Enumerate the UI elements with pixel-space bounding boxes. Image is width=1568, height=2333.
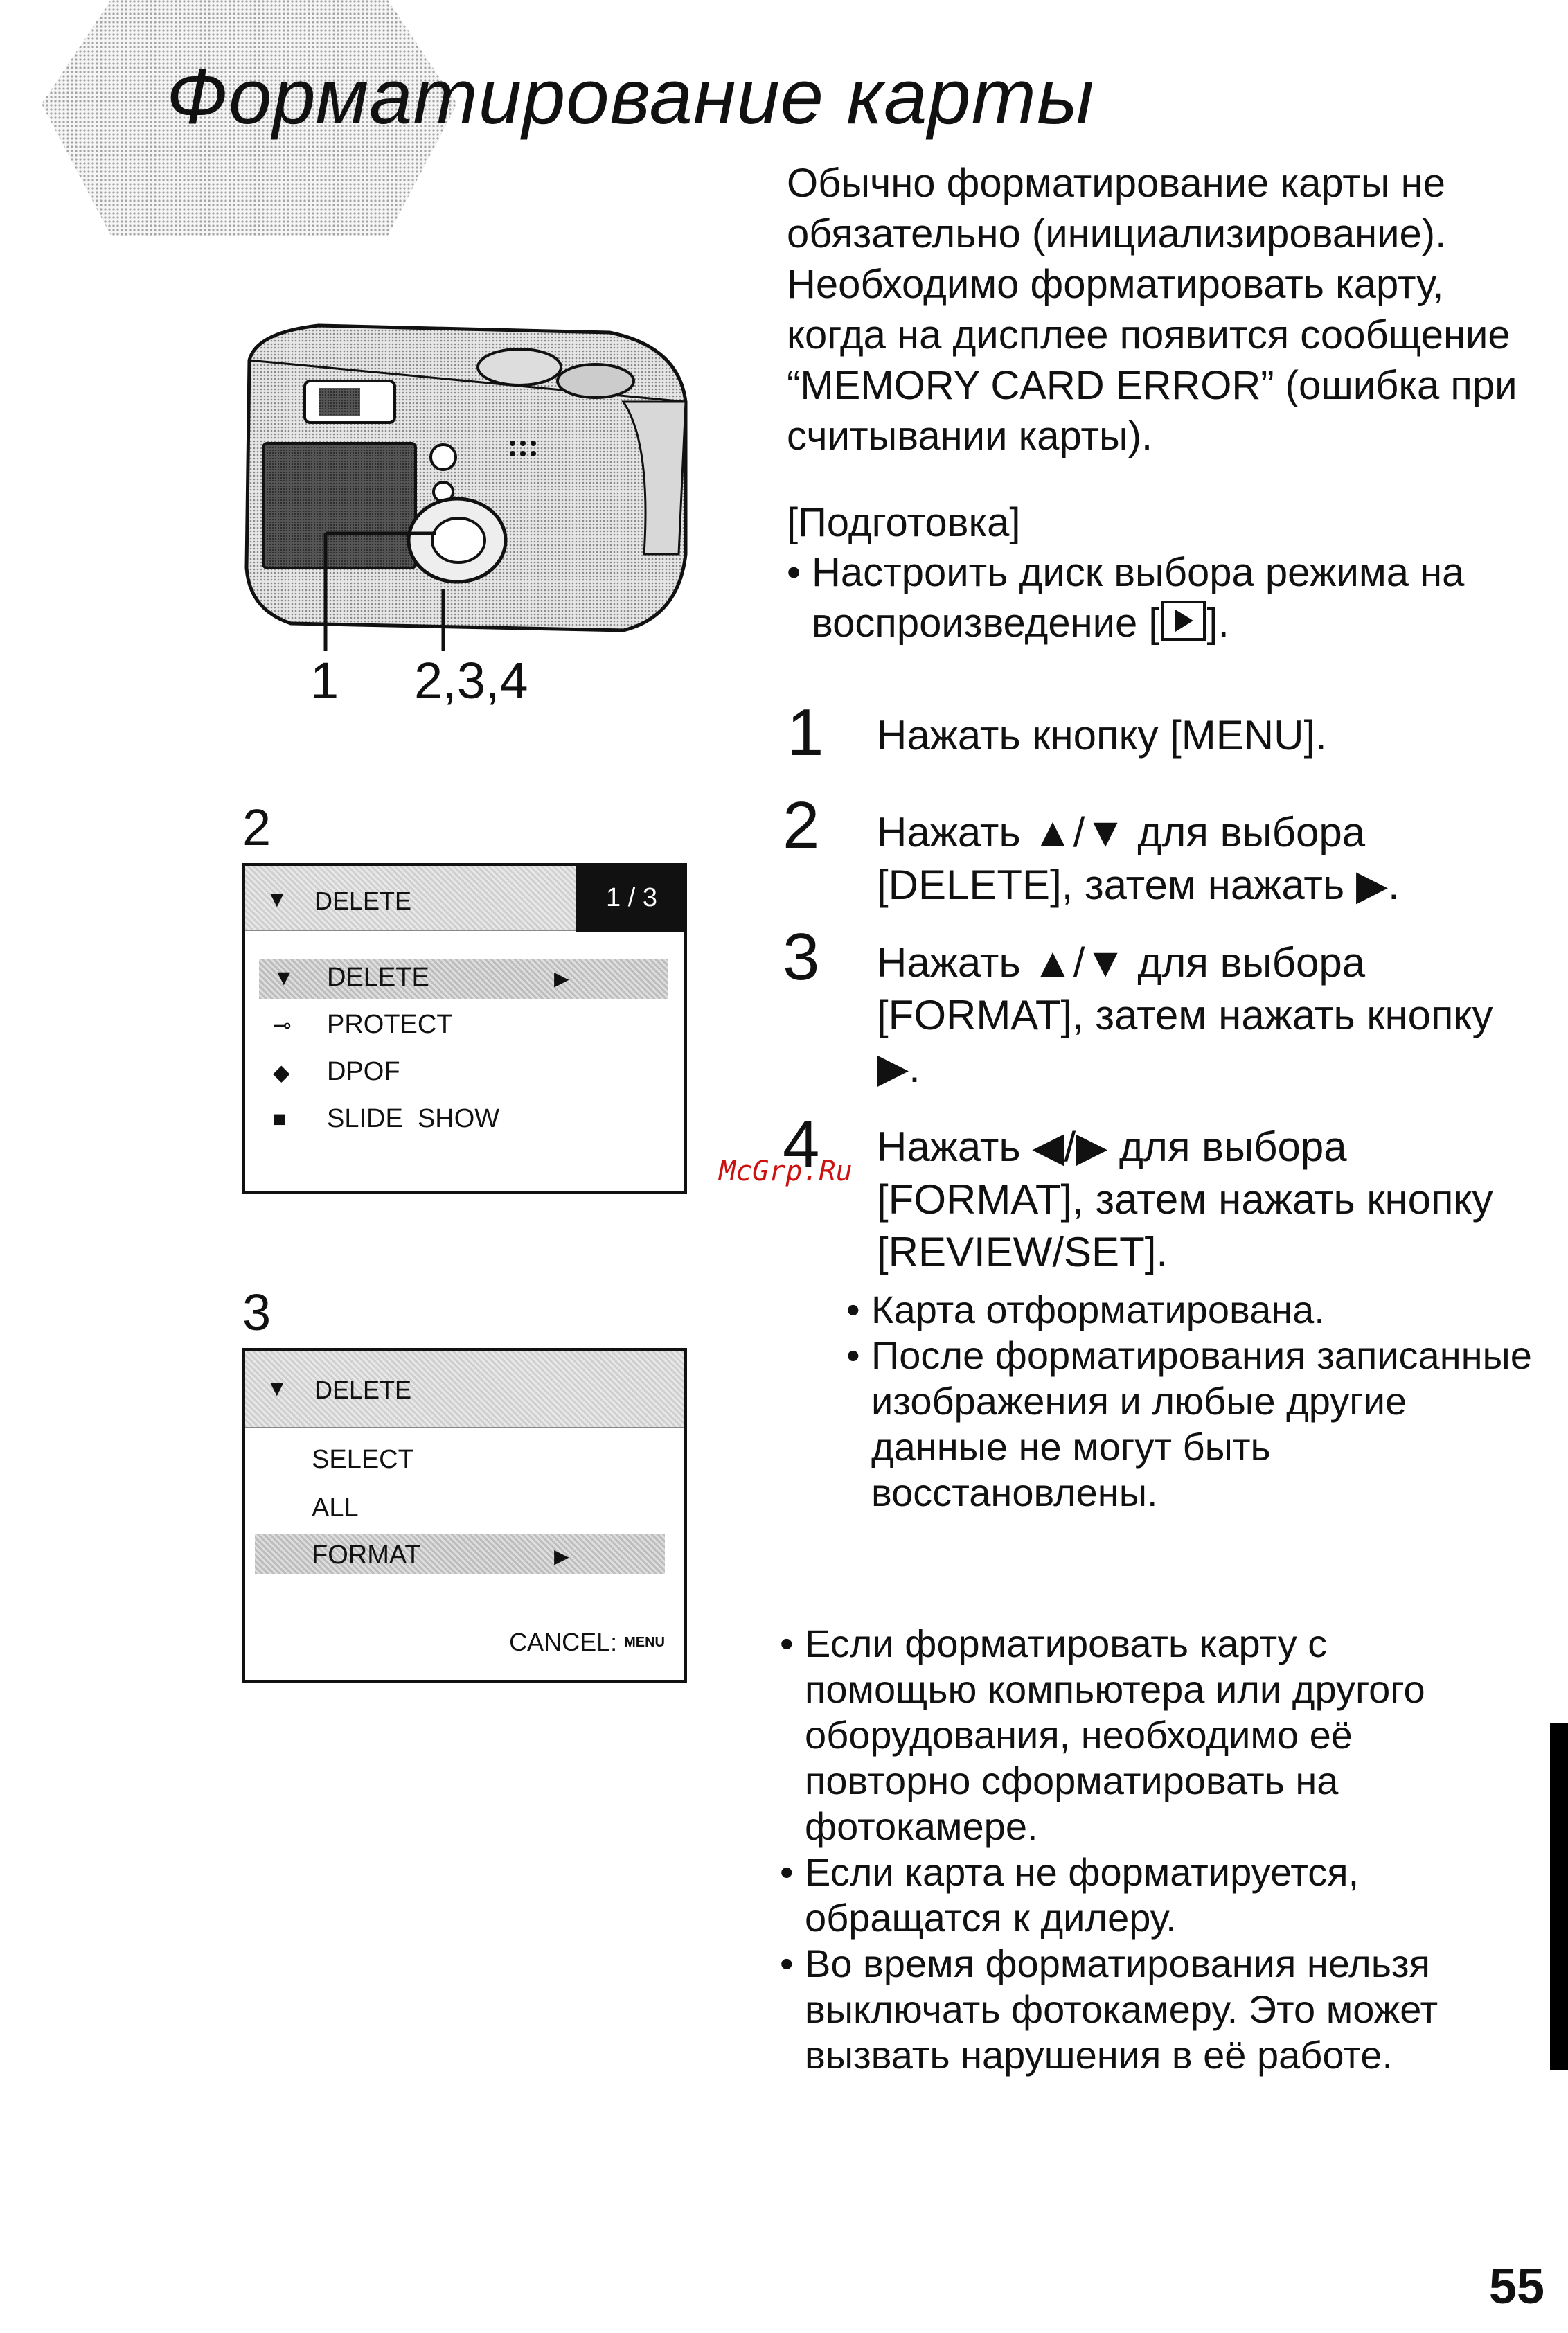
menu-screen-delete: ▼ DELETE 1 / 3 ▼ DELETE ▶ ⊸ PROTECT ◆ DP… <box>242 863 687 1194</box>
bullet-text: Если форматировать карту с помощью компь… <box>805 1622 1425 1848</box>
preparation-text-before: Настроить диск выбора режима на воспроиз… <box>812 550 1465 646</box>
list-item: •После форматирования записанные изображ… <box>846 1333 1539 1516</box>
step-number: 4 <box>783 1107 820 1181</box>
screen3-label: 3 <box>242 1284 271 1341</box>
print-icon: ◆ <box>273 1059 290 1085</box>
submenu-arrow-icon: ▶ <box>554 968 569 989</box>
camera-label-menu: 1 <box>310 652 339 709</box>
bullet-text: Во время форматирования нельзя выключать… <box>805 1942 1438 2077</box>
cancel-hint: CANCEL: MENU <box>509 1628 665 1657</box>
selection-highlight <box>255 1534 665 1574</box>
menu-item-format[interactable]: FORMAT <box>312 1541 421 1570</box>
bullet-text: Карта отформатирована. <box>871 1288 1325 1331</box>
trash-icon: ▼ <box>273 965 295 990</box>
preparation-label: [Подготовка] <box>787 500 1021 545</box>
cancel-label: CANCEL: <box>509 1628 618 1656</box>
step-number: 3 <box>783 920 820 994</box>
trash-icon: ▼ <box>266 1376 288 1401</box>
bullet-dot: • <box>846 1288 860 1331</box>
menu-item-slideshow[interactable]: ■ SLIDE SHOW <box>273 1104 499 1134</box>
bullet-dot: • <box>846 1333 860 1377</box>
list-item: • Во время форматирования нельзя выключат… <box>780 1941 1472 2078</box>
step-text: Нажать кнопку [MENU]. <box>877 712 1327 759</box>
menu-item-all[interactable]: ALL <box>312 1493 359 1523</box>
menu-screen-format: ▼ DELETE SELECT ALL FORMAT ▶ CANCEL: MEN… <box>242 1348 687 1683</box>
menu-item-label: SLIDE SHOW <box>327 1104 500 1133</box>
bullet-dot: • <box>780 1850 794 1894</box>
chapter-tab-marker <box>1550 1723 1568 2070</box>
menu-button-icon: MENU <box>624 1634 665 1650</box>
camera-label-dial: 2,3,4 <box>414 652 528 709</box>
slideshow-icon: ■ <box>273 1106 287 1131</box>
menu-item-label: DELETE <box>327 963 429 992</box>
header-hexagon-decoration <box>42 0 457 236</box>
menu-item-label: PROTECT <box>327 1010 453 1039</box>
preparation-text: Настроить диск выбора режима на воспроиз… <box>812 547 1521 648</box>
list-item: • Карта отформатирована. <box>846 1287 1539 1333</box>
menu-item-delete[interactable]: ▼ DELETE <box>273 963 429 993</box>
submenu-arrow-icon: ▶ <box>554 1545 569 1567</box>
page-indicator: 1 / 3 <box>576 863 687 932</box>
bullet-dot: • <box>787 550 801 595</box>
play-mode-icon <box>1161 601 1206 641</box>
camera-illustration <box>244 323 688 651</box>
step4-bullets: •Карта отформатирована. •После форматиро… <box>846 1287 1539 1516</box>
step-text: Нажать ◀/▶ для выбора [FORMAT], затем на… <box>877 1124 1493 1275</box>
screen-header-label: DELETE <box>314 1376 412 1404</box>
menu-item-label: SELECT <box>312 1445 414 1474</box>
step-text: Нажать ▲/▼ для выбора [DELETE], затем на… <box>877 809 1400 908</box>
list-item: • Если форматировать карту с помощью комп… <box>780 1621 1472 1849</box>
menu-item-protect[interactable]: ⊸ PROTECT <box>273 1010 453 1040</box>
page-number: 55 <box>1488 2259 1544 2314</box>
bullet-dot: • <box>780 1942 794 1985</box>
menu-item-select[interactable]: SELECT <box>312 1445 414 1475</box>
menu-item-dpof[interactable]: ◆ DPOF <box>273 1057 400 1087</box>
menu-item-label: ALL <box>312 1493 359 1523</box>
key-icon: ⊸ <box>273 1012 292 1038</box>
selection-highlight <box>259 959 668 999</box>
menu-item-label: FORMAT <box>312 1541 421 1570</box>
step-number: 1 <box>787 695 824 770</box>
notes-list: •Если форматировать карту с помощью комп… <box>780 1621 1472 2078</box>
preparation-text-after: ]. <box>1206 601 1229 646</box>
screen2-label: 2 <box>242 799 271 856</box>
screen-header-label: DELETE <box>314 887 412 915</box>
watermark: McGrp.Ru <box>719 1155 853 1187</box>
preparation-bullet: • Настроить диск выбора режима на воспро… <box>787 547 1521 648</box>
bullet-dot: • <box>780 1622 794 1665</box>
step-number: 2 <box>783 788 820 862</box>
bullet-text: Если карта не форматируется, обращатся к… <box>805 1850 1360 1940</box>
intro-paragraph: Обычно форматирование карты не обязатель… <box>787 161 1517 459</box>
menu-item-label: DPOF <box>327 1057 400 1086</box>
trash-icon: ▼ <box>266 887 288 912</box>
bullet-text: После форматирования записанные изображе… <box>871 1333 1532 1514</box>
page-title: Форматирование карты <box>166 53 1095 140</box>
step-text: Нажать ▲/▼ для выбора [FORMAT], затем на… <box>877 939 1493 1091</box>
screen-header: ▼ DELETE <box>245 1351 684 1428</box>
list-item: •Если карта не форматируется, обращатся … <box>780 1849 1472 1941</box>
